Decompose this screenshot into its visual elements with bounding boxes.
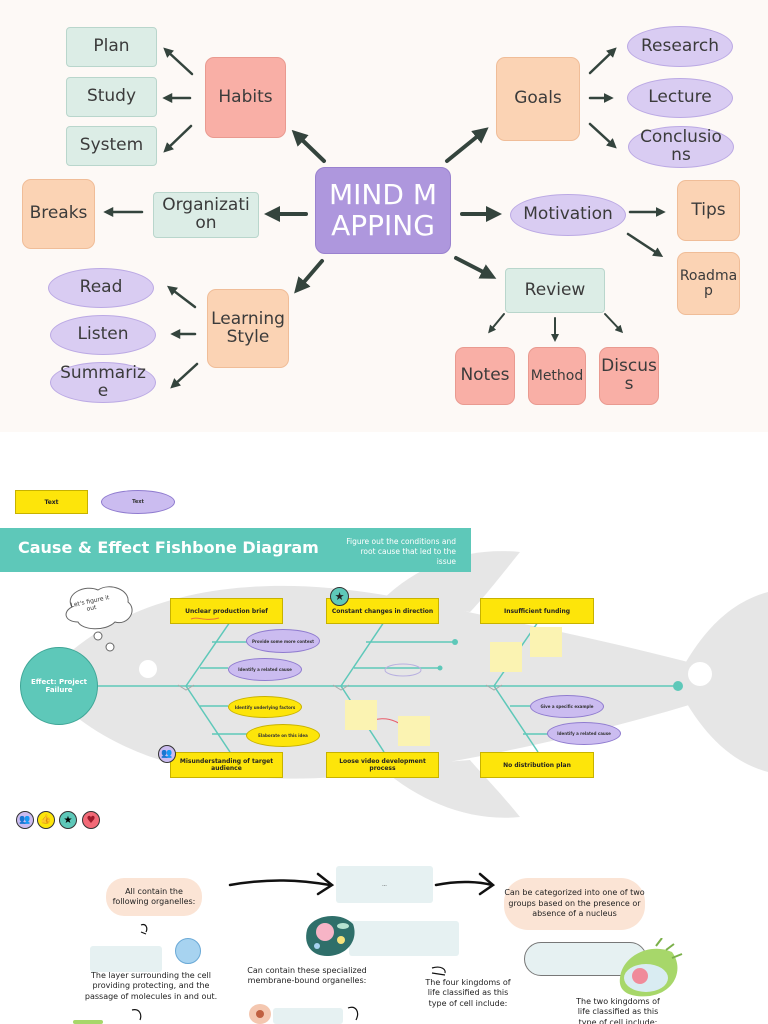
membrane-box[interactable]	[90, 946, 162, 972]
sticky-note[interactable]	[530, 627, 562, 657]
legend-yellow-text[interactable]: Text	[15, 490, 88, 514]
pill-related-cause-1[interactable]: Identify a related cause	[228, 658, 302, 681]
motivation-node[interactable]: Motivation	[510, 194, 626, 236]
fishbone-subtitle: Figure out the conditions and root cause…	[346, 537, 456, 566]
two-kingdoms-label: The two kingdoms of life classified as t…	[576, 997, 660, 1024]
cause-distribution-plan[interactable]: No distribution plan	[480, 752, 594, 778]
cell-membrane-icon	[175, 938, 201, 964]
people-icon[interactable]: 👥	[16, 811, 34, 829]
method-node[interactable]: Method	[528, 347, 586, 405]
cause-constant-changes[interactable]: Constant changes in direction	[326, 598, 439, 624]
ellipsis-box[interactable]: ...	[336, 866, 433, 903]
sticky-note[interactable]	[345, 700, 377, 730]
people-icon: 👥	[158, 745, 176, 763]
legend-lavender-text[interactable]: Text	[101, 490, 175, 514]
fishbone-section: Text Text Cause & Effect Fishbone Diagra…	[0, 432, 768, 1024]
mind-map-diagram: MIND MAPPING Habits Plan Study System Go…	[0, 0, 768, 432]
scribble-underline	[190, 617, 220, 620]
pill-underlying-factors[interactable]: Identify underlying factors	[228, 696, 302, 718]
layer-label: The layer surrounding the cell providing…	[84, 971, 218, 1001]
plant-cell-icon	[619, 938, 683, 997]
center-node[interactable]: MIND MAPPING	[315, 167, 451, 254]
conclusions-node[interactable]: Conclusions	[628, 126, 734, 168]
breaks-node[interactable]: Breaks	[22, 179, 95, 249]
plant-fragment-icon	[73, 1020, 103, 1024]
specialized-label: Can contain these specialized membrane-b…	[247, 966, 367, 986]
pill-context[interactable]: Provide some more context	[246, 629, 320, 653]
organelle-icon	[249, 1004, 271, 1024]
star-icon[interactable]: ★	[59, 811, 77, 829]
cause-unclear-brief[interactable]: Unclear production brief	[170, 598, 283, 624]
tips-node[interactable]: Tips	[677, 180, 740, 241]
summarize-node[interactable]: Summarize	[50, 362, 156, 403]
heart-icon[interactable]: ♥	[82, 811, 100, 829]
lecture-node[interactable]: Lecture	[627, 78, 733, 118]
study-node[interactable]: Study	[66, 77, 157, 117]
thought-cloud	[65, 586, 133, 652]
thumbs-up-icon[interactable]: 👍	[37, 811, 55, 829]
star-icon: ★	[330, 587, 349, 606]
review-node[interactable]: Review	[505, 268, 605, 313]
pill-related-cause-2[interactable]: Identify a related cause	[547, 722, 621, 745]
sticky-note[interactable]	[490, 642, 522, 672]
system-node[interactable]: System	[66, 126, 157, 166]
animal-cell-icon	[306, 916, 355, 956]
cause-target-audience[interactable]: Misunderstanding of target audience	[170, 752, 283, 778]
effect-circle[interactable]: Effect: Project Failure	[20, 647, 98, 725]
four-kingdoms-label: The four kingdoms of life classified as …	[425, 978, 511, 1008]
roadmap-node[interactable]: Roadmap	[677, 252, 740, 315]
organelles-box[interactable]	[349, 921, 459, 956]
listen-node[interactable]: Listen	[50, 315, 156, 355]
notes-node[interactable]: Notes	[455, 347, 515, 405]
organelle-box[interactable]	[273, 1008, 343, 1024]
discuss-node[interactable]: Discuss	[599, 347, 659, 405]
all-contain-label: All contain the following organelles:	[106, 878, 202, 916]
learning-style-node[interactable]: Learning Style	[207, 289, 289, 368]
goals-node[interactable]: Goals	[496, 57, 580, 141]
read-node[interactable]: Read	[48, 268, 154, 308]
habits-node[interactable]: Habits	[205, 57, 286, 138]
pill-specific-example[interactable]: Give a specific example	[530, 695, 604, 718]
cause-loose-process[interactable]: Loose video development process	[326, 752, 439, 778]
organization-node[interactable]: Organization	[153, 192, 259, 238]
fishbone-bones	[98, 621, 683, 753]
plan-node[interactable]: Plan	[66, 27, 157, 67]
research-node[interactable]: Research	[627, 26, 733, 67]
categorized-label: Can be categorized into one of two group…	[504, 878, 645, 930]
fishbone-title: Cause & Effect Fishbone Diagram	[18, 538, 319, 557]
title-banner: Cause & Effect Fishbone Diagram Figure o…	[0, 528, 471, 572]
pill-elaborate[interactable]: Elaborate on this idea	[246, 724, 320, 747]
mind-map-arrows	[103, 47, 666, 389]
sticky-note[interactable]	[398, 716, 430, 746]
cause-insufficient-funding[interactable]: Insufficient funding	[480, 598, 594, 624]
